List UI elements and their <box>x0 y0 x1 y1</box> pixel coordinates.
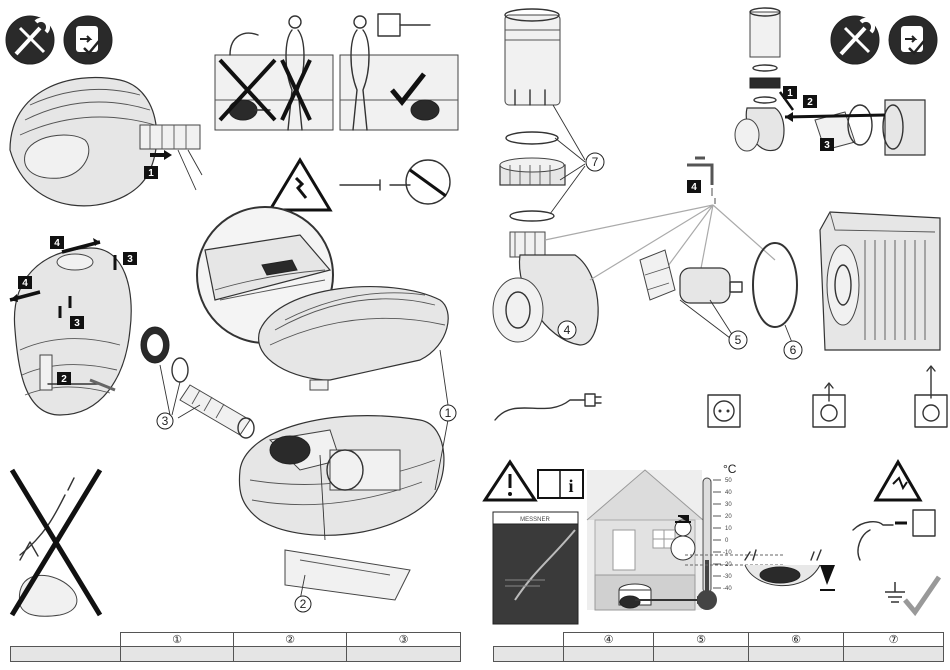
step-badge-1-right: 1 <box>783 86 797 99</box>
thermometer-tick: -40 <box>723 586 732 592</box>
left-page: 1 4 3 4 3 2 <box>0 0 475 670</box>
svg-text:2: 2 <box>300 597 307 611</box>
impeller-remove-icon <box>915 366 947 427</box>
thermometer-tick: 50 <box>725 478 732 484</box>
callout-6: 6 <box>784 341 802 359</box>
callout-5: 5 <box>729 331 747 349</box>
step-badge-4-right: 4 <box>687 180 701 193</box>
pond-scene <box>745 550 835 590</box>
svg-text:7: 7 <box>592 155 599 169</box>
svg-text:3: 3 <box>824 140 830 151</box>
step-badge-4b: 4 <box>18 276 32 289</box>
motor-block <box>820 212 940 350</box>
svg-text:2: 2 <box>61 374 67 385</box>
legend-header-6: ⑥ <box>749 633 844 647</box>
thermometer-tick: 40 <box>725 490 732 496</box>
step-badge-1: 1 <box>144 166 158 179</box>
thermometer-tick: 0 <box>725 538 729 544</box>
legend-header-3: ③ <box>347 633 461 647</box>
pump-exploded-view <box>239 287 448 600</box>
step-badge-4a: 4 <box>50 236 64 249</box>
right-illustration: 7 4 4 5 6 <box>475 0 950 670</box>
callout-7: 7 <box>586 153 604 171</box>
svg-text:3: 3 <box>74 318 80 329</box>
no-people-in-water-panel <box>215 16 333 130</box>
tools-icon <box>6 16 54 64</box>
callout-2: 2 <box>295 596 311 612</box>
legend-cell <box>347 647 461 662</box>
callout-1: 1 <box>440 405 456 421</box>
legend-header-1: ① <box>121 633 234 647</box>
right-legend-table: ④ ⑤ ⑥ ⑦ <box>493 632 944 662</box>
thermometer-tick: 30 <box>725 502 732 508</box>
svg-text:2: 2 <box>807 97 813 108</box>
legend-header-7: ⑦ <box>844 633 944 647</box>
step-badge-2-right: 2 <box>803 95 817 108</box>
thermometer-tick: -30 <box>723 574 732 580</box>
thermometer-tick: 10 <box>725 526 732 532</box>
legend-cell <box>121 647 234 662</box>
step-badge-3b: 3 <box>70 316 84 329</box>
legend-header-5: ⑤ <box>654 633 749 647</box>
right-page: 7 4 4 5 6 <box>475 0 950 670</box>
read-manual-icon: i <box>538 470 583 498</box>
thermometer-tick: 20 <box>725 514 732 520</box>
svg-text:6: 6 <box>790 343 797 357</box>
legend-cell <box>749 647 844 662</box>
o-ring <box>753 243 797 345</box>
seal-rings <box>500 132 565 221</box>
legend-header-4: ④ <box>564 633 654 647</box>
svg-text:1: 1 <box>787 88 793 99</box>
legend-cell <box>654 647 749 662</box>
callout-4: 4 <box>558 321 576 339</box>
callout-3-left: 3 <box>157 413 173 429</box>
legend-cell <box>11 647 121 662</box>
svg-text:4: 4 <box>54 238 60 249</box>
left-legend-table: ① ② ③ <box>10 632 461 662</box>
pump-front-view <box>10 78 202 206</box>
impeller-up-icon <box>813 383 845 427</box>
winter-storage-scene <box>587 470 705 610</box>
pump-chamber <box>493 232 598 345</box>
step-badge-2: 2 <box>57 372 71 385</box>
thermometer-unit: °C <box>723 462 737 476</box>
filter-cylinder <box>505 9 560 105</box>
impeller-rotor <box>640 250 742 338</box>
svg-text:1: 1 <box>148 168 154 179</box>
tools-icon-right <box>831 16 879 64</box>
electric-shock-warning-icon <box>270 160 450 210</box>
legend-cell <box>494 647 564 662</box>
left-illustration: 1 4 3 4 3 2 <box>0 0 475 670</box>
brochure-logo: MESSNER <box>520 517 550 523</box>
svg-text:5: 5 <box>735 333 742 347</box>
socket-icon <box>708 395 740 427</box>
legend-cell <box>844 647 944 662</box>
brochure-cover: MESSNER <box>493 512 578 624</box>
step-badge-3a: 3 <box>123 252 137 265</box>
step-badge-3-right: 3 <box>820 138 834 151</box>
unplug-warning-icon <box>853 462 935 560</box>
power-cable-icon <box>495 394 601 420</box>
svg-text:1: 1 <box>445 406 452 420</box>
warning-icon <box>485 462 535 500</box>
svg-text:3: 3 <box>162 414 169 428</box>
svg-text:4: 4 <box>691 182 697 193</box>
svg-text:4: 4 <box>564 323 571 337</box>
legend-header-2: ② <box>234 633 347 647</box>
ground-check-icon <box>885 577 939 612</box>
unplug-check-icon <box>64 16 112 64</box>
do-not-pull-cable-warning <box>12 470 100 616</box>
legend-cell <box>234 647 347 662</box>
svg-text:i: i <box>568 476 573 496</box>
svg-text:4: 4 <box>22 278 28 289</box>
legend-cell <box>564 647 654 662</box>
unplug-before-entering-panel <box>340 14 458 130</box>
unplug-check-icon-right <box>889 16 937 64</box>
svg-text:3: 3 <box>127 254 133 265</box>
